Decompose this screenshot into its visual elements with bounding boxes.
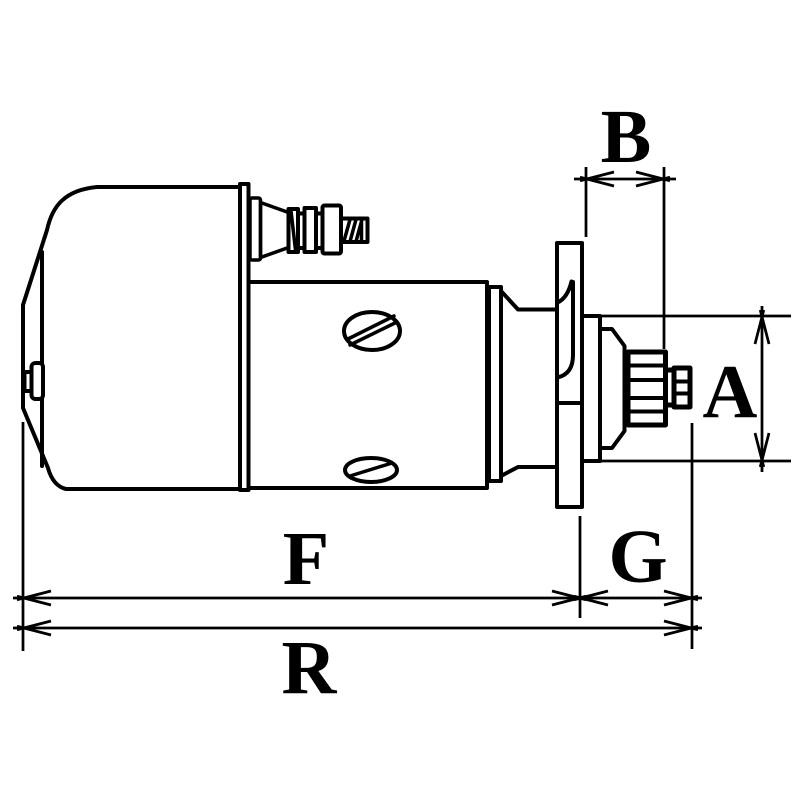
dimension-label-r: R [282, 626, 338, 710]
terminal-thread-hatch [342, 216, 364, 244]
terminal-stud [248, 196, 370, 262]
dimension-label-a: A [703, 350, 758, 434]
drive-housing-neck [499, 289, 559, 478]
flange-bore-curve-top [555, 279, 574, 305]
dimension-label-b: B [601, 95, 652, 179]
b-arrow-left [579, 170, 615, 188]
yoke-screw-bottom-slot [348, 461, 394, 478]
housing-boss-inner [22, 370, 34, 393]
terminal-hex-nut [320, 203, 343, 256]
r-arrow-left [16, 619, 52, 637]
dimension-b: B [574, 95, 676, 349]
pinion-gear [625, 349, 668, 428]
g-arrow-left [573, 589, 609, 607]
shaft-nut [671, 365, 693, 410]
b-arrow-right [635, 170, 671, 188]
f-arrow-left [16, 589, 52, 607]
dimension-a: A [582, 306, 791, 472]
pinion-tooth-lines [626, 363, 668, 414]
a-arrow-up [753, 309, 771, 345]
dimension-f: F [13, 517, 590, 607]
bearing-collar [580, 314, 602, 463]
terminal-taper [258, 200, 291, 260]
dimension-r: R [13, 619, 702, 710]
bearing-cone [598, 327, 627, 450]
dimension-label-g: G [608, 515, 667, 599]
dimension-g: G [570, 515, 702, 607]
a-arrow-down [753, 432, 771, 468]
shaft-nut-facets [672, 379, 692, 396]
terminal-washer-shade [289, 209, 298, 252]
dimension-label-f: F [283, 517, 329, 601]
flange-bore-curve-bottom [555, 280, 575, 380]
motor-housing-outline [21, 185, 242, 491]
g-arrow-right [663, 589, 699, 607]
r-arrow-right [663, 619, 699, 637]
yoke-screw-top-slot [346, 314, 399, 347]
